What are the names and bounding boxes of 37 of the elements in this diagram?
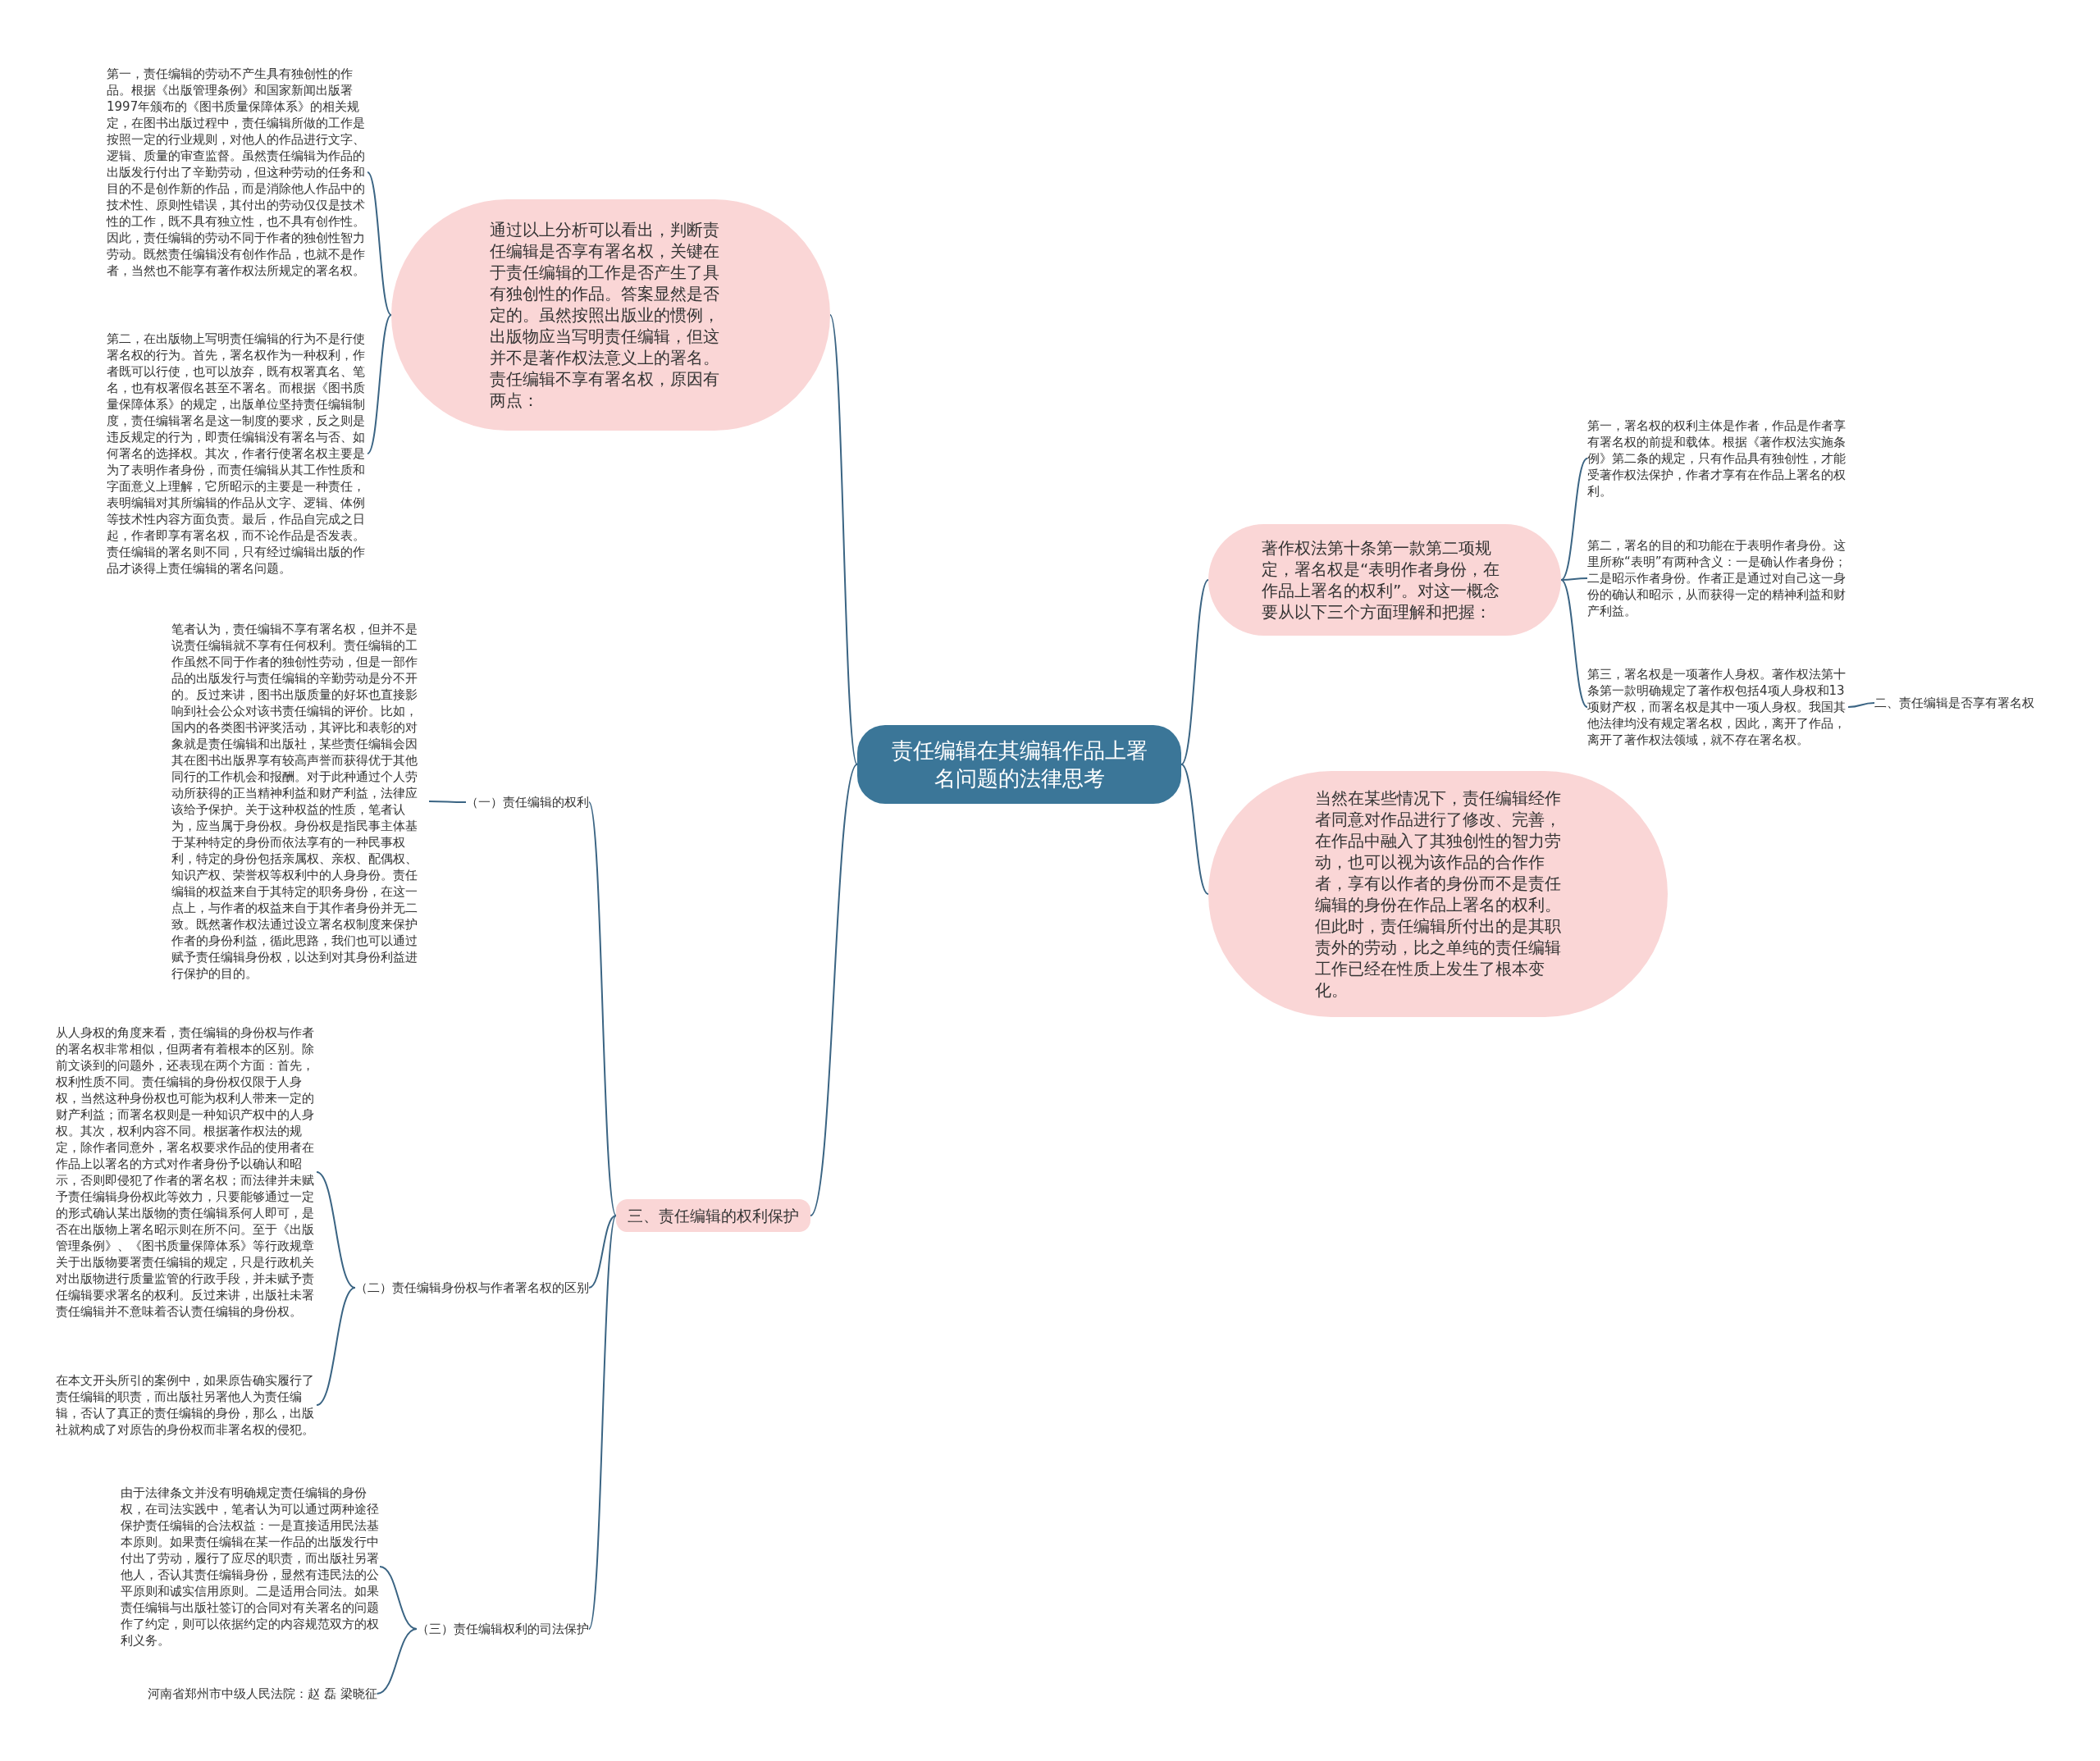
connector-line — [376, 1628, 418, 1695]
paragraph-text: 第二，在出版物上写明责任编辑的行为不是行使署名权的行为。首先，署名权作为一种权利，作者既可以行使，也可以放弃，既有权署真名、笔名，也有权署假名甚至不署名。而根据《图书质量保障体系》的规定，出版单位坚持责任编辑制度，责任编辑署名是这一制度的要求，反之则是违反规定的行为，即责任编辑没有署名与否、如何署名的选择权。其次，作者行使署名权主要是为了表明作者身份，而责任编辑从其工作性质和字面意义上理解，它所昭示的主要是一种责任，表明编辑对其所编辑的作品从文字、逻辑、体例等技术性内容方面负责。最后，作品自完成之日起，作者即享有署名权，而不论作品是否发表。责任编辑的署名则不同，只有经过编辑出版的作品才谈得上责任编辑的署名问题。 — [107, 331, 368, 577]
paragraph-text: 在本文开头所引的案例中，如果原告确实履行了责任编辑的职责，而出版社另署他人为责任编辑，否认了真正的责任编辑的身份，那么，出版社就构成了对原告的身份权而非署名权的侵犯。 — [56, 1372, 317, 1438]
connector-line — [1560, 579, 1588, 708]
connector-line — [367, 171, 392, 316]
connector-line — [379, 1566, 418, 1630]
connector-line — [316, 1171, 356, 1289]
topic-bubble: 当然在某些情况下，责任编辑经作者同意对作品进行了修改、完善，在作品中融入了其独创性的智力劳动，也可以视为该作品的合作作者，享有以作者的身份而不是责任编辑的身份在作品上署名的权利。但此时，责任编辑所付出的是其职责外的劳动，比之单纯的责任编辑工作已经在性质上发生了根本变化。 — [1208, 771, 1668, 1017]
paragraph-text: 第一，责任编辑的劳动不产生具有独创性的作品。根据《出版管理条例》和国家新闻出版署1997年颁布的《图书质量保障体系》的相关规定，在图书出版过程中，责任编辑所做的工作是按照一定的行业规则，对他人的作品进行文字、逻辑、质量的审查监督。虽然责任编辑为作品的出版发行付出了辛勤劳动，但这种劳动的任务和目的不是创作新的作品，而是消除他人作品中的技术性、原则性错误，其付出的劳动仅仅是技术性的工作，既不具有独立性，也不具有创作性。因此，责任编辑的劳动不同于作者的独创性智力劳动。既然责任编辑没有创作作品，也就不是作者，当然也不能享有著作权法所规定的署名权。 — [107, 66, 368, 279]
topic-bubble: 通过以上分析可以看出，判断责任编辑是否享有署名权，关键在于责任编辑的工作是否产生了具有独创性的作品。答案显然是否定的。虽然按照出版业的惯例，出版物应当写明责任编辑，但这并不是著作权法意义上的署名。责任编辑不享有署名权，原因有两点： — [391, 199, 830, 431]
branch-label: （二）责任编辑身份权与作者署名权的区别 — [355, 1280, 589, 1296]
topic-bubble: 著作权法第十条第一款第二项规定，署名权是“表明作者身份，在作品上署名的权利”。对这一概念要从以下三个方面理解和把握： — [1208, 524, 1561, 636]
connector-line — [588, 1215, 617, 1289]
connector-line — [829, 314, 858, 765]
branch-label: 二、责任编辑是否享有署名权 — [1874, 695, 2034, 711]
paragraph-text: 第一，署名权的权利主体是作者，作品是作者享有署名权的前提和载体。根据《著作权法实施条例》第二条的规定，只有作品具有独创性，才能受著作权法保护，作者才享有在作品上署名的权利。 — [1587, 417, 1848, 500]
connector-line — [1180, 579, 1209, 765]
topic-bubble: 三、责任编辑的权利保护 — [616, 1199, 810, 1232]
connector-line — [1180, 764, 1209, 895]
connector-line — [316, 1287, 356, 1406]
connector-line — [810, 764, 858, 1216]
connector-line — [1560, 458, 1588, 581]
paragraph-text: 由于法律条文并没有明确规定责任编辑的身份权，在司法实践中，笔者认为可以通过两种途径保护责任编辑的合法权益：一是直接适用民法基本原则。如果责任编辑在某一作品的出版发行中付出了劳动，履行了应尽的职责，而出版社另署他人，否认其责任编辑身份，显然有违民法的公平原则和诚实信用原则。二是适用合同法。如果责任编辑与出版社签订的合同对有关署名的问题作了约定，则可以依据约定的内容规范双方的权利义务。 — [121, 1485, 380, 1649]
paragraph-text: 从人身权的角度来看，责任编辑的身份权与作者的署名权非常相似，但两者有着根本的区别。除前文谈到的问题外，还表现在两个方面：首先，权利性质不同。责任编辑的身份权仅限于人身权，当然这种身份权也可能为权利人带来一定的财产利益；而署名权则是一种知识产权中的人身权。其次，权利内容不同。根据著作权法的规定，除作者同意外，署名权要求作品的使用者在作品上以署名的方式对作者身份予以确认和昭示，否则即侵犯了作者的署名权；而法律并未赋予责任编辑身份权此等效力，只要能够通过一定的形式确认某出版物的责任编辑系何人即可，是否在出版物上署名昭示则在所不问。至于《出版管理条例》、《图书质量保障体系》等行政规章关于出版物要署责任编辑的规定，只是行政机关对出版物进行质量监管的行政手段，并未赋予责任编辑要求署名的权利。反过来讲，出版社未署责任编辑并不意味着否认责任编辑的身份权。 — [56, 1024, 317, 1320]
paragraph-text: 第三，署名权是一项著作人身权。著作权法第十条第一款明确规定了著作权包括4项人身权和13项财产权，而署名权是其中一项人身权。我国其他法律均没有规定署名权，因此，离开了作品，离开了著作权法领域，就不存在署名权。 — [1587, 666, 1848, 748]
connector-line — [1847, 702, 1875, 708]
connector-line — [588, 801, 617, 1216]
branch-label: 河南省郑州市中级人民法院：赵 磊 梁晓征 — [148, 1686, 377, 1702]
paragraph-text: 笔者认为，责任编辑不享有署名权，但并不是说责任编辑就不享有任何权利。责任编辑的工作虽然不同于作者的独创性劳动，但是一部作品的出版发行与责任编辑的辛勤劳动是分不开的。反过来讲，图书出版质量的好坏也直接影响到社会公众对该书责任编辑的评价。比如，国内的各类图书评奖活动，其评比和表彰的对象就是责任编辑和出版社，某些责任编辑会因其在图书出版界享有较高声誉而获得优于其他同行的工作机会和报酬。对于此种通过个人劳动所获得的正当精神利益和财产利益，法律应该给予保护。关于这种权益的性质，笔者认为，应当属于身份权。身份权是指民事主体基于某种特定的身份而依法享有的一种民事权利，特定的身份包括亲属权、亲权、配偶权、知识产权、荣誉权等权利中的人身身份。责任编辑的权益来自于其特定的职务身份，在这一点上，与作者的权益来自于其作者身份并无二致。既然著作权法通过设立署名权制度来保护作者的身份利益，循此思路，我们也可以通过赋予责任编辑身份权，以达到对其身份利益进行保护的目的。 — [171, 621, 429, 982]
connector-line — [1560, 577, 1588, 581]
branch-label: （三）责任编辑权利的司法保护 — [417, 1621, 589, 1637]
paragraph-text: 第二，署名的目的和功能在于表明作者身份。这里所称“表明”有两种含义：一是确认作者身份；二是昭示作者身份。作者正是通过对自己这一身份的确认和昭示，从而获得一定的精神利益和财产利益。 — [1587, 537, 1848, 619]
connector-line — [588, 1215, 617, 1630]
connector-line — [428, 801, 467, 803]
central-topic: 责任编辑在其编辑作品上署名问题的法律思考 — [857, 725, 1181, 804]
branch-label: （一）责任编辑的权利 — [466, 794, 589, 810]
connector-line — [367, 314, 392, 454]
